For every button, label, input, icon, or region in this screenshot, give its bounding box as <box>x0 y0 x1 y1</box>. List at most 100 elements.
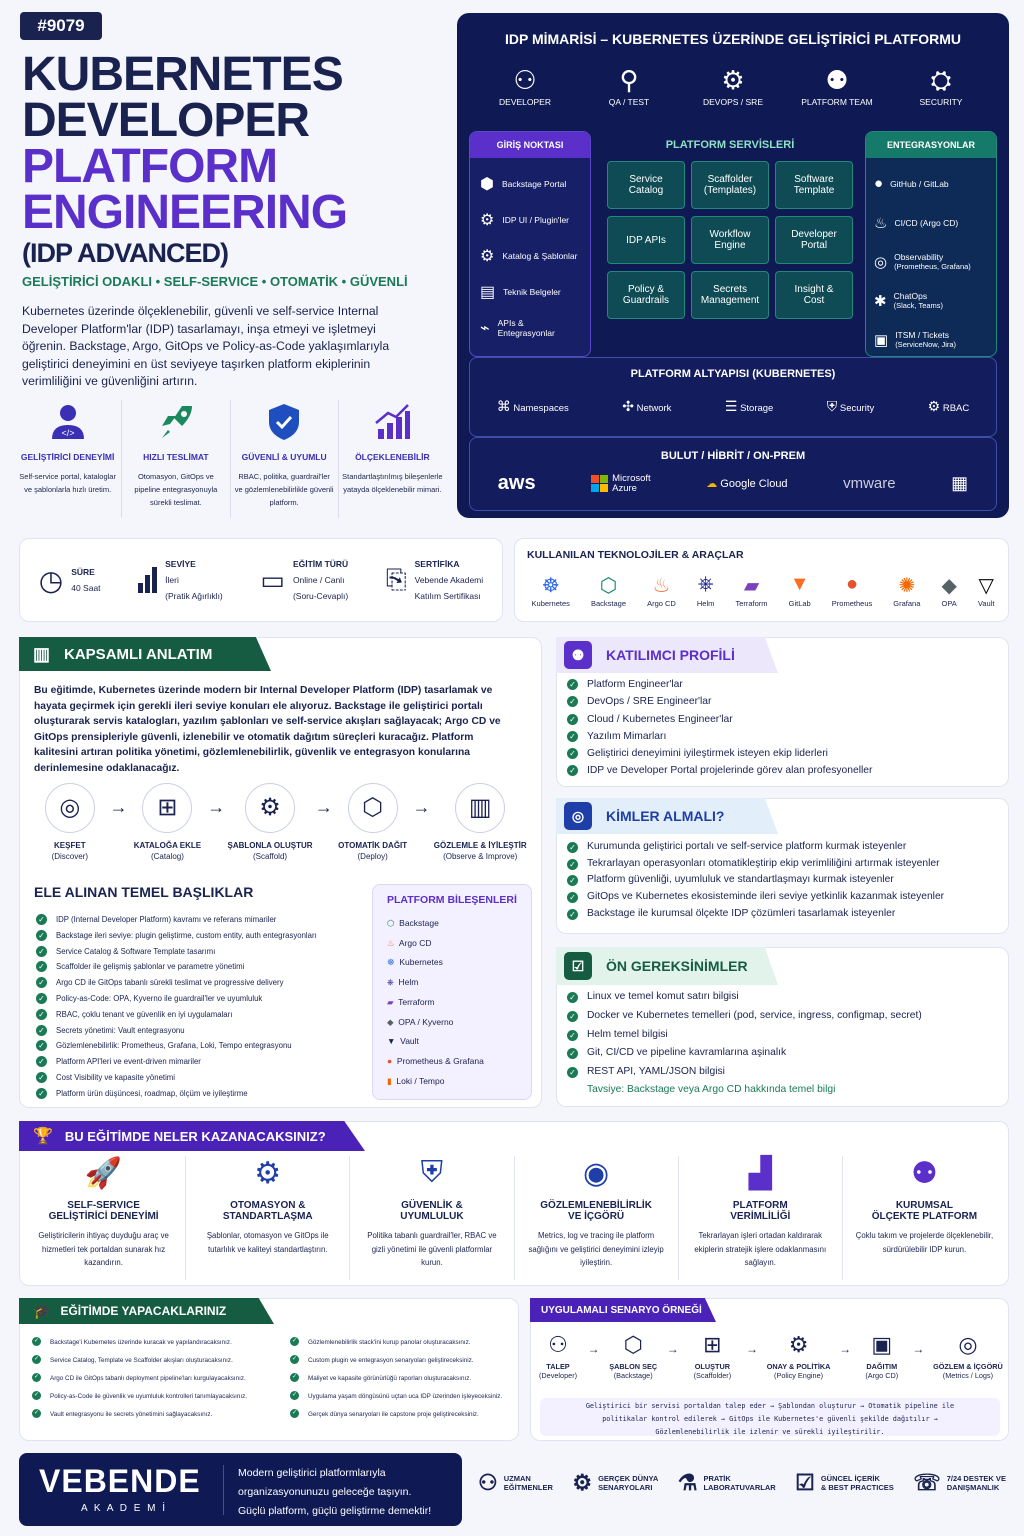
person-icon: ⚇ <box>513 65 537 95</box>
helm-icon: ⎈ <box>387 977 394 988</box>
svg-text:</>: </> <box>61 428 74 438</box>
feature-desc: Self-service portal, kataloglar ve şablo… <box>19 472 116 494</box>
architecture-panel: IDP MİMARİSİ – KUBERNETES ÜZERİNDE GELİŞ… <box>457 13 1009 518</box>
bar-chart-icon: ▟ <box>748 1157 772 1190</box>
check-icon: ✓ <box>36 1056 47 1068</box>
scenario-description: Geliştirici bir servisi portaldan talep … <box>540 1398 1000 1436</box>
component-item: ▼ Vault <box>387 1036 419 1047</box>
feature-row: </> GELİŞTİRİCİ DENEYİMİ Self-service po… <box>14 400 446 518</box>
check-icon: ✓ <box>36 961 47 973</box>
brand-subtitle: A K A D E M İ <box>81 1503 168 1514</box>
entry-item: ⚙IDP UI / Plugin'ler <box>480 212 570 229</box>
topic-item: ✓Backstage ileri seviye: plugin geliştir… <box>36 928 366 944</box>
scenario-step: ⚙ONAY & POLİTİKA(Policy Engine) <box>764 1332 834 1380</box>
policy-gear-icon: ⚙ <box>788 1332 809 1357</box>
slack-icon: ✱ <box>874 292 887 310</box>
services-title: PLATFORM SERVİSLERİ <box>665 139 795 151</box>
rbac-icon: ⚙ <box>927 398 941 414</box>
gear-icon: ⚙ <box>480 212 495 229</box>
doing-item: ✓Policy-as-Code ile güvenlik ve uyumlulu… <box>32 1391 248 1400</box>
devops-icon: ⚙ <box>721 65 745 95</box>
who-item: ✓Backstage ile kurumsal ölçekte IDP çözü… <box>567 906 1003 923</box>
profile-item: ✓Cloud / Kubernetes Engineer'lar <box>567 711 997 728</box>
component-item: ♨ Argo CD <box>387 937 432 948</box>
doing-banner: 🎓EĞİTİMDE YAPACAKLARINIZ <box>19 1298 274 1324</box>
who-item: ✓Tekrarlayan operasyonları otomatikleşti… <box>567 856 1003 873</box>
prometheus-icon: ● <box>387 1055 393 1066</box>
process-step: ▥GÖZLEMLE & İYİLEŞTİR(Observe & Improve) <box>430 783 530 861</box>
prereq-tip: Tavsiye: Backstage veya Argo CD hakkında… <box>587 1084 836 1095</box>
role-label: SECURITY <box>919 97 963 107</box>
prereq-item: ✓Linux ve temel komut satırı bilgisi <box>567 988 1003 1007</box>
doing-item: ✓Maliyet ve kapasite görünürlüğü raporla… <box>290 1373 472 1382</box>
who-list: ✓Kurumunda geliştirici portalı ve self-s… <box>567 839 1003 923</box>
plug-icon: ⌁ <box>480 320 490 337</box>
prereq-item: ✓Git, CI/CD ve pipeline kavramlarına aşi… <box>567 1044 1003 1063</box>
infra-title: PLATFORM ALTYAPISI (KUBERNETES) <box>630 368 836 380</box>
certificate-icon: ⎘ <box>385 564 407 594</box>
component-item: ◆ OPA / Kyverno <box>387 1016 454 1027</box>
tool-item: ▼GitLab <box>788 573 811 608</box>
topic-item: ✓Cost Visibility ve kapasite yönetimi <box>36 1070 366 1086</box>
helm-icon: ⎈ <box>697 573 714 595</box>
integrations-box: ENTEGRASYONLAR ●GitHub / GitLab ♨CI/CD (… <box>865 131 997 357</box>
argo-icon: ♨ <box>652 575 671 597</box>
check-icon: ✓ <box>567 1029 578 1041</box>
prereq-item: ✓Helm temel bilgisi <box>567 1026 1003 1045</box>
tools-title: KULLANILAN TEKNOLOJİLER & ARAÇLAR <box>527 549 744 561</box>
topic-item: ✓Scaffolder ile gelişmiş şablonlar ve pa… <box>36 959 366 975</box>
topic-item: ✓Platform API'leri ve event-driven mimar… <box>36 1054 366 1070</box>
gitlab-icon: ▼ <box>789 573 810 595</box>
integration-item: ✱ChatOps(Slack, Teams) <box>874 291 944 310</box>
cloud-icon: ☁ <box>706 478 718 490</box>
observability-icon: ◎ <box>874 253 888 271</box>
perk-item: ☑GÜNCEL İÇERİK& BEST PRACTICES <box>795 1470 894 1495</box>
intro-text: Kubernetes üzerinde ölçeklenebilir, güve… <box>22 304 390 388</box>
shield-icon: ⛨ <box>420 1156 444 1189</box>
footer-brand-panel: VEBENDE A K A D E M İ Modern geliştirici… <box>19 1453 462 1526</box>
page-title: KUBERNETES DEVELOPER PLATFORM ENGINEERIN… <box>22 51 348 270</box>
doing-item: ✓Gerçek dünya senaryoları ile capstone p… <box>290 1409 479 1418</box>
tool-item: ●Prometheus <box>831 573 873 608</box>
argo-icon: ♨ <box>874 214 888 232</box>
insight-icon: ◎ <box>958 1332 978 1357</box>
role-item: ⚙DEVOPS / SRE <box>683 63 783 107</box>
kubernetes-icon: ☸ <box>387 957 395 968</box>
entry-point-box: GİRİŞ NOKTASI ⬢Backstage Portal ⚙IDP UI … <box>469 131 591 357</box>
cube-icon: ⬢ <box>480 176 494 193</box>
check-icon: ✓ <box>32 1391 41 1400</box>
check-icon: ✓ <box>290 1391 299 1400</box>
ticket-icon: ▣ <box>874 331 889 349</box>
gears-icon: ⚙ <box>254 1157 282 1190</box>
component-item: ⬡ Backstage <box>387 918 439 928</box>
terraform-icon: ▰ <box>743 575 760 597</box>
infra-item: ⌘ Namespaces <box>496 398 569 414</box>
prereq-item: ✓REST API, YAML/JSON bilgisi <box>567 1063 1003 1082</box>
feature-item: ÖLÇEKLENEBİLİR Standartlaştırılmış bileş… <box>339 400 446 518</box>
course-badge: #9079 <box>20 12 102 40</box>
vault-icon: ▽ <box>978 575 994 597</box>
team-icon: ⚉ <box>825 65 849 95</box>
feature-title: HIZLI TESLİMAT <box>143 452 209 462</box>
gear-icon: ⚙ <box>572 1470 593 1495</box>
doing-item: ✓Uygulama yaşam döngüsünü uçtan uca IDP … <box>290 1391 503 1400</box>
check-icon: ✓ <box>36 1071 47 1083</box>
check-icon: ✓ <box>567 858 578 870</box>
tool-item: ⬡Backstage <box>590 575 626 608</box>
check-icon: ✓ <box>290 1355 299 1364</box>
tool-item: ⎈Helm <box>696 573 715 608</box>
check-icon: ✓ <box>567 748 578 760</box>
components-title: PLATFORM BİLEŞENLERİ <box>387 894 517 906</box>
infra-box: PLATFORM ALTYAPISI (KUBERNETES) ⌘ Namesp… <box>469 357 997 437</box>
check-icon: ✓ <box>32 1337 41 1346</box>
observe-chart-icon: ▥ <box>455 783 506 833</box>
who-item: ✓Kurumunda geliştirici portalı ve self-s… <box>567 839 1003 856</box>
graduation-cap-icon: 🎓 <box>33 1302 51 1319</box>
monitor-icon: ▭ <box>260 564 285 595</box>
check-icon: ✓ <box>567 1010 578 1022</box>
